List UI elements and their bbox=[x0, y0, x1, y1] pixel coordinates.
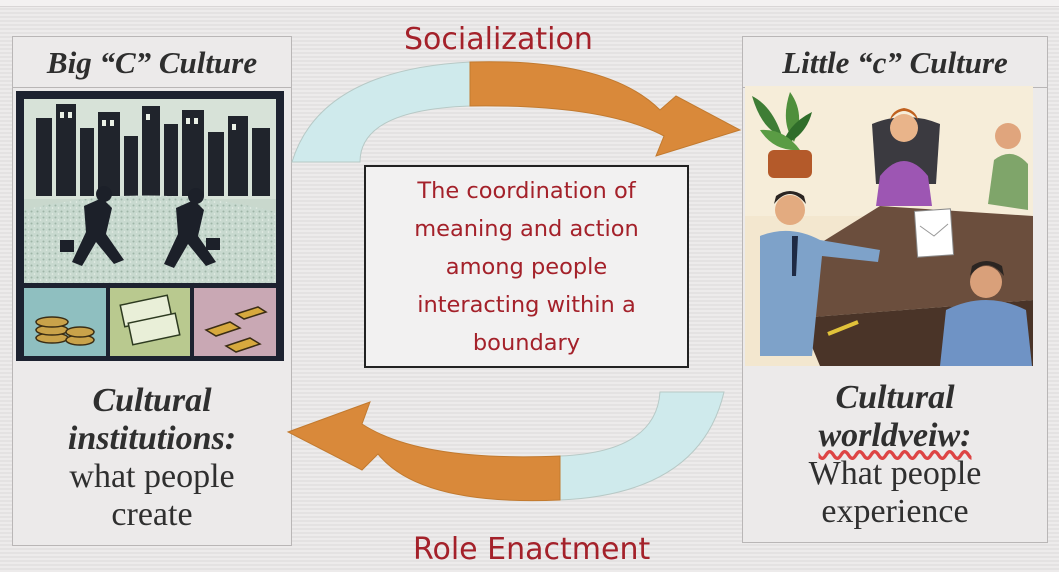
caption-plain-line-1: what people bbox=[69, 458, 235, 495]
caption-emphasis-line-1: Cultural bbox=[835, 379, 955, 416]
title-divider bbox=[13, 87, 291, 88]
caption-plain-line-2: create bbox=[111, 496, 193, 533]
office-meeting-illustration bbox=[745, 86, 1033, 366]
city-business-money-illustration bbox=[16, 91, 284, 361]
top-rule bbox=[0, 0, 1059, 7]
caption-plain-line-1: What people bbox=[808, 455, 982, 492]
socialization-arrow bbox=[291, 61, 742, 163]
caption-plain-line-2: experience bbox=[821, 493, 969, 530]
misspelled-word: worldveiw: bbox=[818, 417, 972, 454]
coordination-definition-text: The coordination of meaning and action a… bbox=[414, 177, 639, 356]
role-enactment-label: Role Enactment bbox=[413, 532, 651, 567]
caption-emphasis-line-1: Cultural bbox=[92, 382, 212, 419]
role-enactment-arrow bbox=[286, 391, 725, 502]
cultural-institutions-caption: Cultural institutions: what people creat… bbox=[13, 382, 291, 534]
caption-emphasis-line-2: institutions: bbox=[67, 420, 237, 457]
caption-emphasis-line-2: worldveiw: bbox=[743, 417, 1047, 455]
big-c-culture-title: Big “C” Culture bbox=[46, 45, 258, 80]
socialization-label: Socialization bbox=[404, 22, 593, 57]
little-c-culture-title: Little “c” Culture bbox=[782, 45, 1008, 80]
coordination-definition-box: The coordination of meaning and action a… bbox=[364, 165, 689, 368]
cultural-worldview-caption: Cultural worldveiw: What people experien… bbox=[743, 379, 1047, 531]
